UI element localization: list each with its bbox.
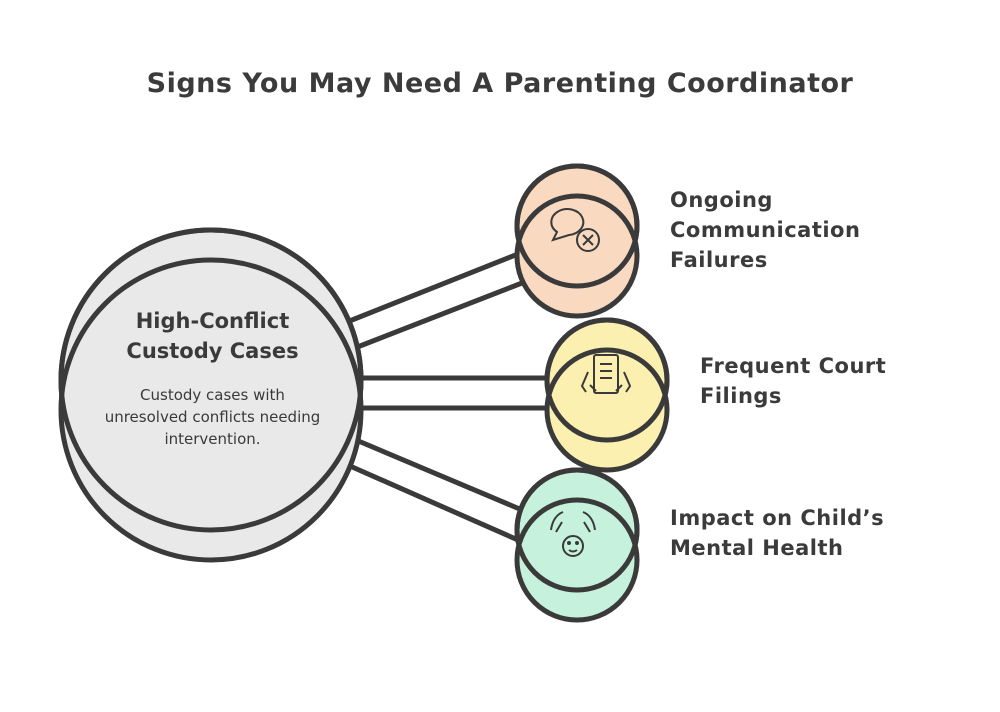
- diagram-title: Signs You May Need A Parenting Coordinat…: [146, 68, 854, 99]
- branch-node-court: [544, 317, 670, 473]
- center-node-description: Custody cases with unresolved conflicts …: [104, 386, 321, 448]
- connector-line: [347, 463, 521, 543]
- branch-label-communication: Ongoing Communication Failures: [670, 188, 861, 272]
- hands-holding-document-icon: [580, 354, 632, 394]
- connector-line: [357, 280, 525, 349]
- connectors: [347, 251, 551, 543]
- branch-label-child: Impact on Child’s Mental Health: [670, 506, 885, 560]
- hands-over-child-face-icon: [550, 511, 596, 557]
- speech-bubble-x-icon: [550, 208, 600, 252]
- center-node: [58, 227, 364, 563]
- branch-node-child: [514, 467, 640, 623]
- connector-line: [349, 251, 521, 323]
- branch-node-communication: [514, 163, 640, 319]
- branch-label-court: Frequent Court Filings: [700, 354, 887, 408]
- center-node-title: High-Conflict Custody Cases: [126, 309, 299, 363]
- connector-line: [353, 437, 525, 513]
